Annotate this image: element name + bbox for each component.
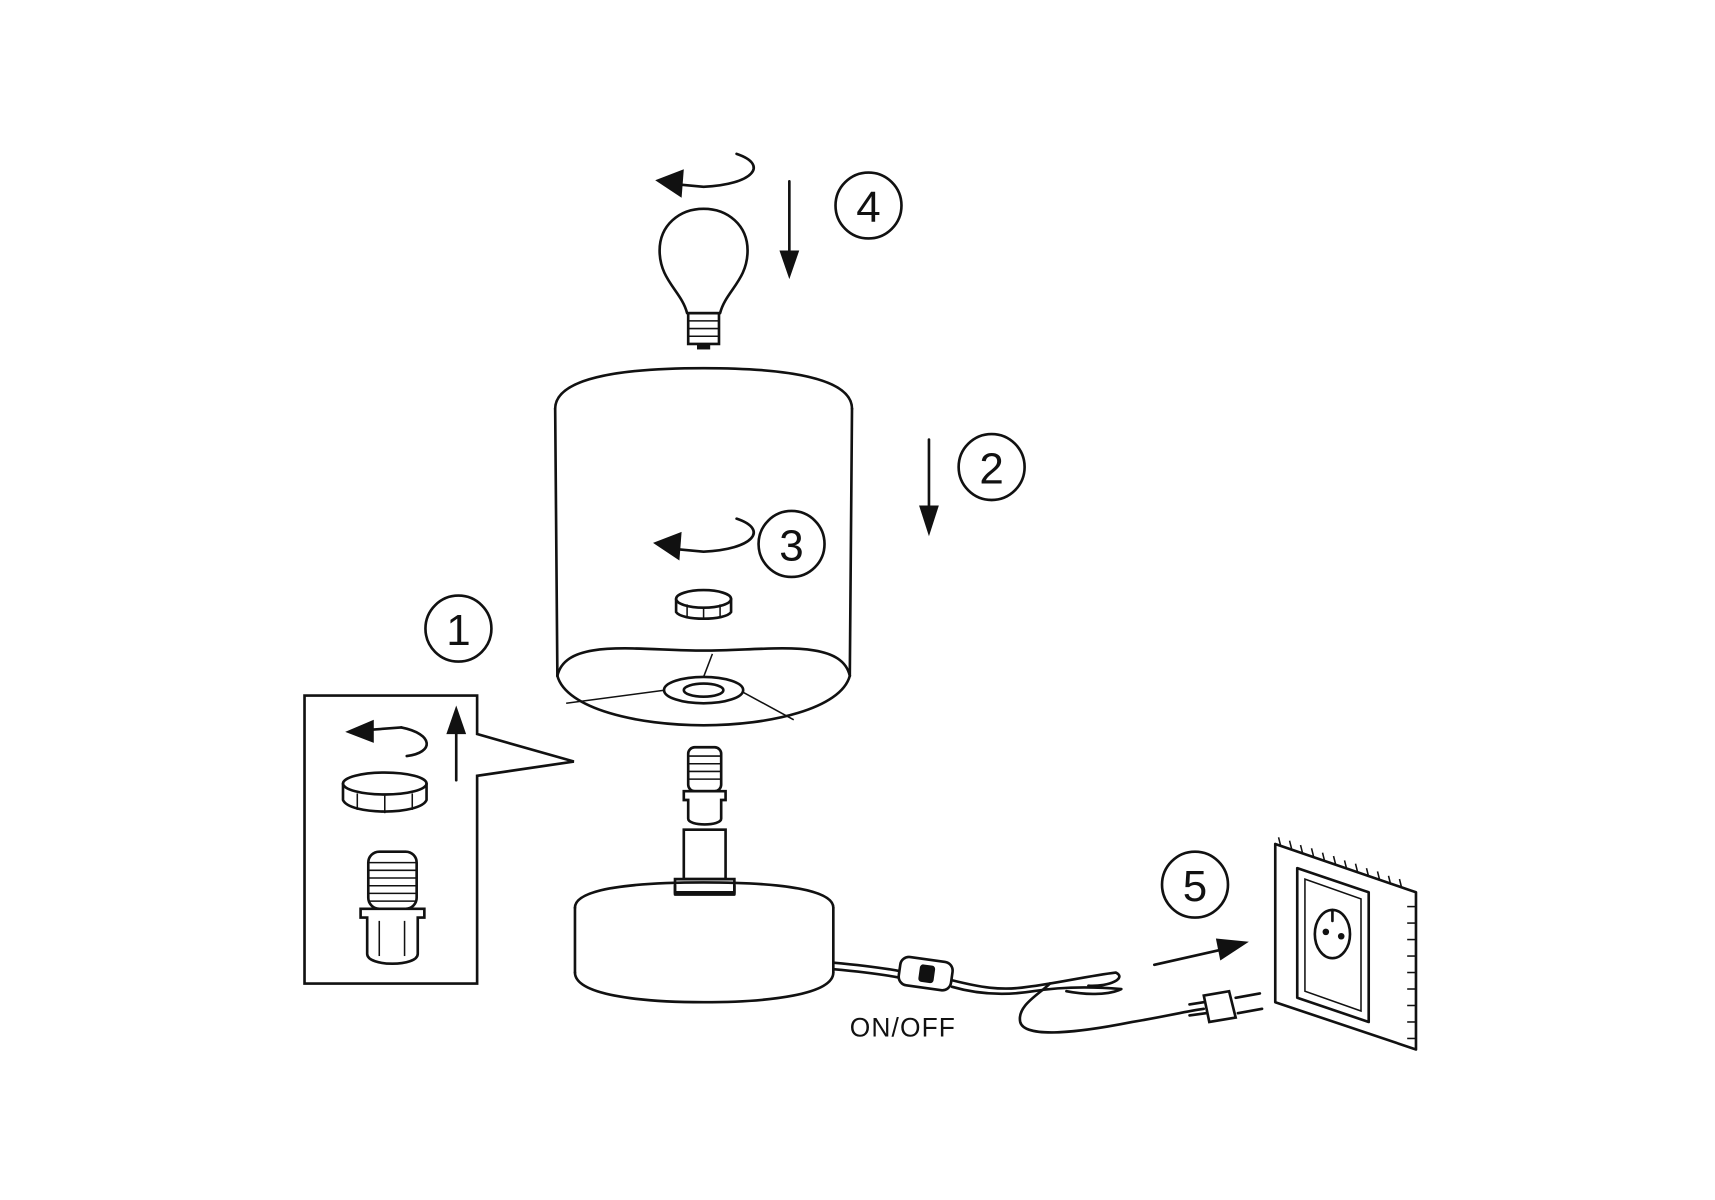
rotate-arrowhead — [655, 169, 684, 198]
rotate-arrow-icon — [678, 152, 756, 189]
step-number: 2 — [979, 445, 1003, 494]
detail-inset — [303, 694, 575, 985]
step-5-marker: 5 — [1160, 850, 1230, 919]
right-arrow-icon — [1153, 948, 1224, 967]
step-number: 3 — [779, 521, 803, 570]
step-number: 1 — [446, 606, 470, 655]
wall-outlet — [1273, 837, 1418, 1051]
lamp-shade — [553, 366, 854, 727]
lamp-socket — [673, 745, 736, 894]
step-2-marker: 2 — [957, 432, 1026, 502]
rotate-arrow-icon — [678, 517, 756, 553]
light-bulb — [658, 207, 749, 350]
on-off-switch — [897, 955, 954, 992]
switch-label: ON/OFF — [850, 1012, 956, 1042]
step-number: 5 — [1183, 862, 1207, 911]
step-1-marker: 1 — [424, 594, 493, 663]
step-3-marker: 3 — [757, 509, 826, 579]
power-cord — [831, 955, 1264, 1034]
step-4-marker: 4 — [834, 171, 903, 240]
lamp-base — [573, 881, 835, 1004]
step-number: 4 — [856, 183, 880, 232]
